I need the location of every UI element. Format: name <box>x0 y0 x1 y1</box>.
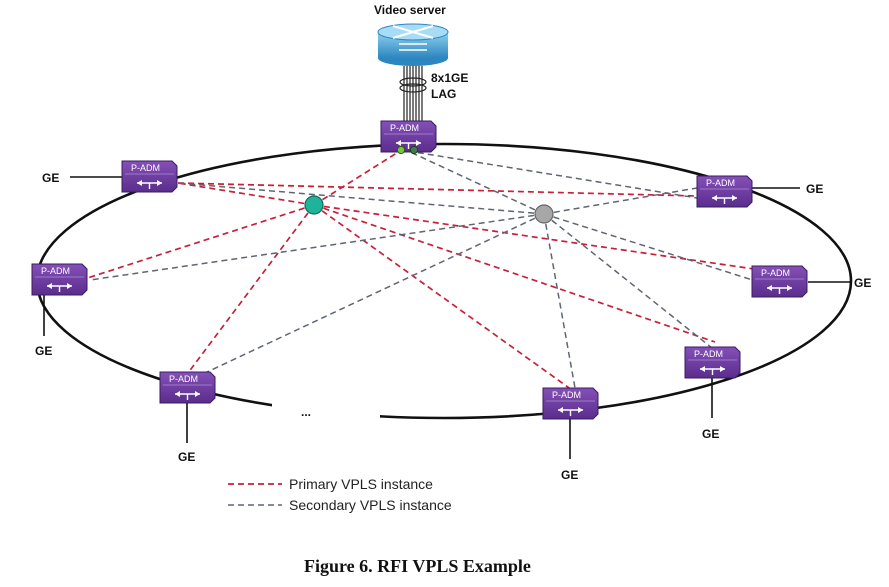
ge-label-lower-right: GE <box>702 427 719 441</box>
padm-node-upper-left: P-ADM <box>121 160 178 193</box>
padm-node-top: P-ADM <box>380 120 437 155</box>
primary-link <box>313 150 401 206</box>
secondary-link <box>189 213 545 381</box>
primary-link <box>177 182 698 197</box>
ge-label-lower-left: GE <box>178 450 195 464</box>
secondary-link <box>543 213 576 389</box>
ring-ellipsis: ... <box>301 405 311 419</box>
secondary-link <box>543 213 763 284</box>
secondary-hub-node <box>534 204 554 224</box>
primary-hub-node <box>304 195 324 215</box>
padm-label: P-ADM <box>552 390 581 400</box>
secondary-link <box>89 213 545 281</box>
secondary-link <box>407 150 545 215</box>
padm-node-upper-right: P-ADM <box>696 175 753 208</box>
padm-node-lower-center: P-ADM <box>542 387 599 420</box>
router-icon <box>377 23 449 66</box>
ge-label-upper-left: GE <box>42 171 59 185</box>
primary-links <box>71 150 762 391</box>
padm-node-mid-left: P-ADM <box>31 263 88 296</box>
padm-label: P-ADM <box>169 374 198 384</box>
primary-link <box>313 204 573 391</box>
padm-label: P-ADM <box>694 349 723 359</box>
video-server-label: Video server <box>374 3 446 17</box>
secondary-link <box>543 213 713 349</box>
port-primary <box>396 145 406 155</box>
padm-label: P-ADM <box>706 178 735 188</box>
secondary-link <box>543 187 698 215</box>
padm-label: P-ADM <box>41 266 70 276</box>
secondary-links <box>89 150 763 389</box>
ge-label-mid-right: GE <box>854 276 871 290</box>
ge-label-lower-center: GE <box>561 468 578 482</box>
primary-link <box>313 204 716 343</box>
ge-label-upper-right: GE <box>806 182 823 196</box>
padm-label: P-ADM <box>761 268 790 278</box>
padm-node-lower-left: P-ADM <box>159 371 216 404</box>
primary-link <box>71 204 315 284</box>
primary-link <box>177 182 315 206</box>
figure-caption: Figure 6. RFI VPLS Example <box>304 556 531 576</box>
padm-node-lower-right: P-ADM <box>684 346 741 379</box>
legend-primary-label: Primary VPLS instance <box>289 476 433 492</box>
primary-link <box>187 204 315 374</box>
secondary-link <box>177 182 545 215</box>
port-secondary <box>409 145 419 155</box>
lag-label-line1: 8x1GE <box>431 71 468 85</box>
ge-label-mid-left: GE <box>35 344 52 358</box>
padm-node-mid-right: P-ADM <box>751 265 808 298</box>
padm-label: P-ADM <box>390 123 419 133</box>
ring-gap <box>272 400 380 422</box>
padm-label: P-ADM <box>131 163 160 173</box>
primary-link <box>313 204 762 271</box>
secondary-link <box>407 150 698 199</box>
legend-secondary-label: Secondary VPLS instance <box>289 497 452 513</box>
legend: Primary VPLS instance Secondary VPLS ins… <box>228 476 452 513</box>
lag-bundle <box>399 66 427 121</box>
lag-label-line2: LAG <box>431 87 456 101</box>
ge-links <box>43 176 852 459</box>
